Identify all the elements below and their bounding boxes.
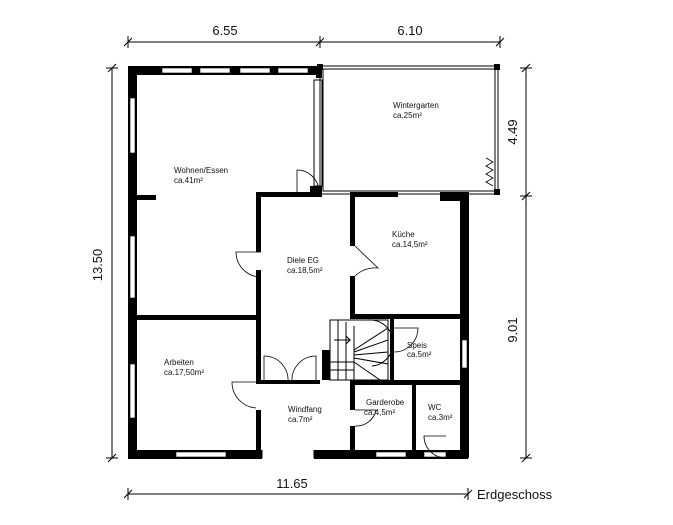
dimension-right: 4.49 9.01 (505, 63, 532, 463)
dimension-left-label: 13.50 (90, 249, 105, 282)
room-name-wohnen-essen: Wohnen/Essen (174, 166, 228, 175)
dimension-right-lower-label: 9.01 (505, 317, 520, 342)
room-name-windfang: Windfang (288, 405, 322, 414)
staircase (329, 319, 394, 381)
room-area-wintergarten: ca.25m² (393, 111, 422, 120)
dimension-right-upper-label: 4.49 (505, 119, 520, 144)
dimension-bottom-label: 11.65 (276, 476, 308, 491)
room-name-garderobe: Garderobe (366, 398, 405, 407)
room-area-wc: ca.3m² (428, 413, 453, 422)
room-name-kueche: Küche (392, 230, 415, 239)
room-area-speis: ca.5m² (407, 350, 432, 359)
floor-label: Erdgeschoss (477, 487, 553, 502)
room-name-wintergarten: Wintergarten (393, 101, 439, 110)
dimension-left: 13.50 (90, 63, 118, 463)
room-area-windfang: ca.7m² (288, 415, 313, 424)
room-labels: Wintergarten ca.25m² Wohnen/Essen ca.41m… (164, 101, 453, 424)
interior-walls (128, 192, 468, 458)
dimension-top-right-label: 6.10 (397, 23, 422, 38)
dimension-bottom: 11.65 (123, 476, 473, 500)
dimension-top-left-label: 6.55 (212, 23, 237, 38)
doors (231, 169, 447, 460)
room-name-diele: Diele EG (287, 256, 319, 265)
dimension-top: 6.55 6.10 (123, 23, 505, 48)
room-area-arbeiten: ca.17,50m² (164, 368, 204, 377)
room-area-diele: ca.18,5m² (287, 266, 323, 275)
room-area-wohnen-essen: ca.41m² (174, 176, 203, 185)
room-name-speis: Speis (407, 341, 427, 350)
room-area-garderobe: ca.4,5m² (364, 408, 395, 417)
room-name-wc: WC (428, 403, 442, 412)
room-name-arbeiten: Arbeiten (164, 358, 194, 367)
room-area-kueche: ca.14,5m² (392, 240, 428, 249)
wintergarten-structure (310, 64, 500, 196)
